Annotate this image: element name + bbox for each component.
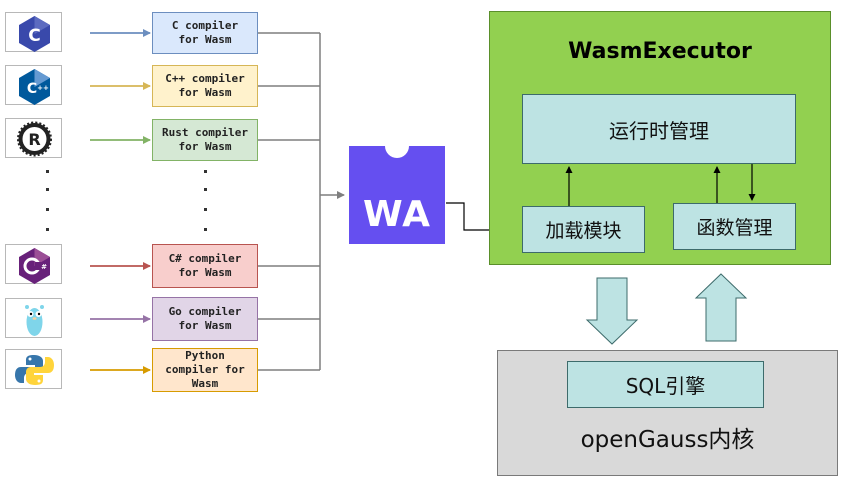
compiler-label-line: Rust compiler (161, 126, 249, 139)
down-block-arrow (585, 277, 639, 345)
compiler-label-line: C compiler (171, 19, 239, 32)
csharp-logo-icon: # (19, 248, 50, 284)
compiler-label-line: for Wasm (178, 86, 232, 99)
webassembly-logo (349, 146, 445, 244)
go-logo-box (5, 298, 62, 338)
python-logo-box (5, 349, 62, 389)
go-logo-icon (25, 305, 44, 336)
csharp-logo-box: # (5, 244, 62, 284)
compiler-label-line: for Wasm (178, 319, 232, 332)
webassembly-logo-text: WA (363, 194, 431, 235)
cpp-logo-icon: C ++ (19, 69, 50, 105)
sql-engine-box: SQL引擎 (567, 361, 764, 408)
c-logo-box: C (5, 12, 62, 52)
svg-text:C: C (28, 26, 40, 46)
compiler-label-line: for Wasm (178, 33, 232, 46)
svg-text:C: C (27, 81, 37, 97)
svg-text:#: # (41, 263, 47, 271)
compiler-label-line: C++ compiler (165, 72, 245, 85)
cpp-logo-box: C ++ (5, 65, 62, 105)
python-logo-icon (15, 355, 54, 385)
svg-text:++: ++ (37, 84, 49, 92)
compiler-label-line: for Wasm (178, 266, 232, 279)
function-management-label: 函数管理 (696, 217, 773, 239)
opengauss-kernel-label: openGauss内核 (580, 427, 755, 453)
up-block-arrow (694, 273, 748, 342)
function-management-box: 函数管理 (673, 203, 796, 250)
compiler-label-line: C# compiler (168, 252, 242, 265)
module-loading-label: 加载模块 (545, 220, 622, 242)
sql-engine-label: SQL引擎 (625, 374, 706, 398)
module-loading-box: 加载模块 (522, 206, 645, 253)
runtime-management-box: 运行时管理 (522, 94, 796, 164)
compiler-label-line: Python (185, 349, 225, 362)
rust-logo-box: R (5, 118, 62, 158)
svg-text:R: R (28, 130, 40, 149)
compiler-label-line: Go compiler (168, 305, 242, 318)
rust-logo-icon: R (17, 121, 52, 157)
runtime-management-label: 运行时管理 (609, 118, 709, 143)
compiler-label-line: compiler for (165, 363, 245, 376)
compiler-label-line: for Wasm (178, 140, 232, 153)
wasm-executor-title: WasmExecutor (568, 39, 752, 64)
c-logo-icon: C (19, 16, 50, 52)
compiler-label-line: Wasm (191, 377, 219, 390)
